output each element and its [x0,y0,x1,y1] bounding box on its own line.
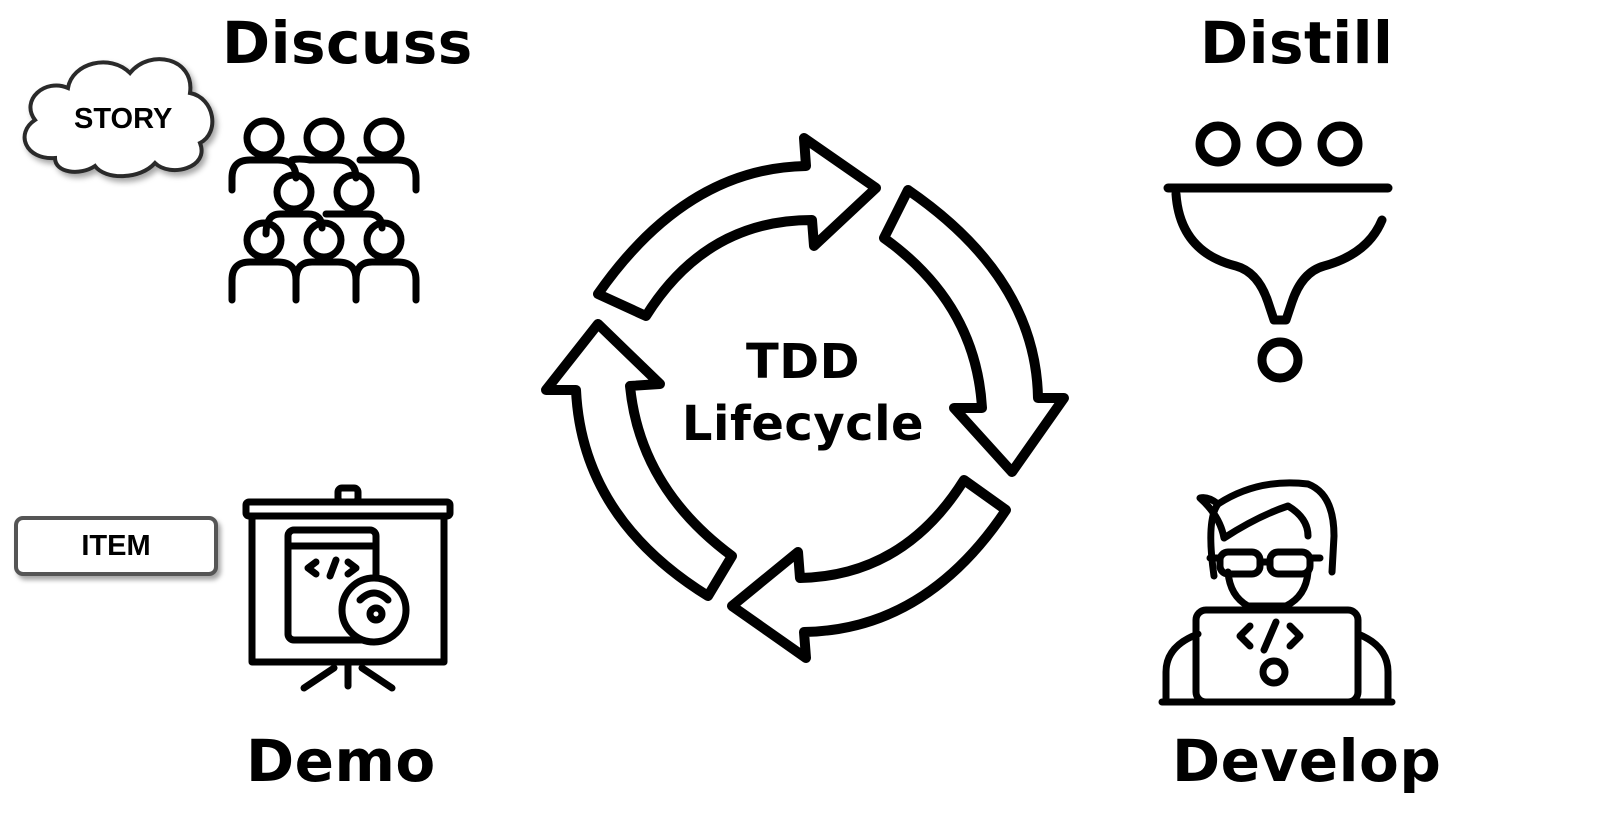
center-title-line2: Lifecycle [681,396,925,452]
center-title-line1: TDD [746,334,860,390]
story-tag-label: STORY [74,103,173,135]
item-tag-label: ITEM [81,530,151,562]
stage-label-demo: Demo [246,727,436,795]
people-group-icon [228,117,420,304]
presentation-board-icon [242,484,454,692]
stage-label-distill: Distill [1200,9,1394,77]
developer-icon [1158,479,1396,706]
story-cloud-icon [22,57,215,179]
stage-label-discuss: Discuss [222,9,473,77]
item-tag [14,516,218,576]
cycle-arrows-icon [541,133,1069,663]
stage-label-develop: Develop [1172,727,1442,795]
funnel-icon [1163,121,1393,383]
